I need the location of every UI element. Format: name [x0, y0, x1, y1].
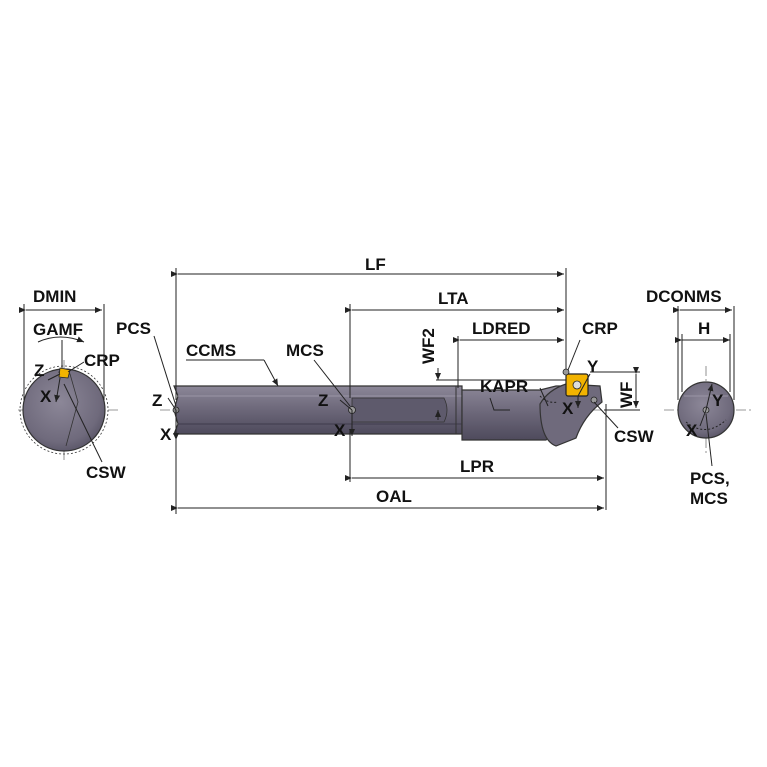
x-left-axis	[54, 377, 61, 403]
z-shank-axis	[167, 397, 177, 411]
dmin-label: DMIN	[33, 287, 76, 306]
shank-flat-pocket	[351, 397, 448, 423]
oal-label: OAL	[376, 487, 412, 506]
pcs-mcs-label-line1: PCS,	[690, 469, 730, 488]
csw-left-leader	[63, 383, 103, 463]
insert-rotation-arc	[539, 395, 559, 403]
crp-right-point	[562, 368, 570, 376]
h-label: H	[698, 319, 710, 338]
z-shank-label: Z	[152, 391, 162, 410]
x-shank-label: X	[160, 425, 172, 444]
dmin-circle	[19, 365, 109, 455]
x-left-label: X	[40, 387, 52, 406]
y-insert-label: Y	[587, 357, 599, 376]
left-end-view: DMIN GAMF CRP Z X CSW	[18, 287, 127, 482]
lpr-label: LPR	[460, 457, 494, 476]
kapr-label: KAPR	[480, 377, 528, 396]
csw-left-label: CSW	[86, 463, 127, 482]
left-end-disc	[22, 368, 106, 452]
crp-left-leader	[67, 361, 85, 373]
x-insert-label: X	[562, 399, 574, 418]
mcs-leader	[313, 359, 351, 407]
z-mcs-label: Z	[318, 391, 328, 410]
right-rotation-arc	[685, 419, 727, 430]
pcs-mcs-label-line2: MCS	[690, 489, 728, 508]
dconms-label: DCONMS	[646, 287, 722, 306]
mcs-label: MCS	[286, 341, 324, 360]
pcs-mcs-leader	[705, 413, 713, 467]
kapr-edge	[489, 397, 510, 411]
ccms-leader	[263, 359, 279, 387]
lta-label: LTA	[438, 289, 469, 308]
x-mcs-label: X	[334, 421, 346, 440]
tool-side-view: Z X PCS CCMS MCS Z X LF LTA LDRED	[116, 255, 655, 514]
ldred-label: LDRED	[472, 319, 531, 338]
crp-right-label: CRP	[582, 319, 618, 338]
gamf-label: GAMF	[33, 320, 83, 339]
z-left-axis	[47, 373, 61, 381]
crp-right-leader	[567, 339, 581, 371]
x-end-label: X	[686, 421, 698, 440]
csw-right-point	[590, 396, 598, 404]
ccms-label: CCMS	[186, 341, 236, 360]
csw-right-label: CSW	[614, 427, 655, 446]
y-end-axis	[705, 383, 714, 411]
gamf-arc	[37, 336, 85, 343]
lf-label: LF	[365, 255, 386, 274]
z-mcs-axis	[339, 399, 353, 411]
insert-screw	[572, 380, 582, 390]
left-insert	[58, 367, 71, 379]
y-insert-axis	[577, 373, 591, 397]
wf-label: WF	[617, 382, 636, 408]
pcs-leader	[153, 335, 177, 407]
pcs-label: PCS	[116, 319, 151, 338]
kapr-leader	[539, 387, 549, 407]
x-end-axis	[699, 409, 707, 427]
wf2-label: WF2	[419, 328, 438, 364]
tool-head	[539, 383, 603, 447]
z-left-label: Z	[34, 361, 44, 380]
crp-left-label: CRP	[84, 351, 120, 370]
y-end-label: Y	[712, 391, 724, 410]
right-end-view: DCONMS H Y X PCS, MCS	[646, 287, 752, 508]
